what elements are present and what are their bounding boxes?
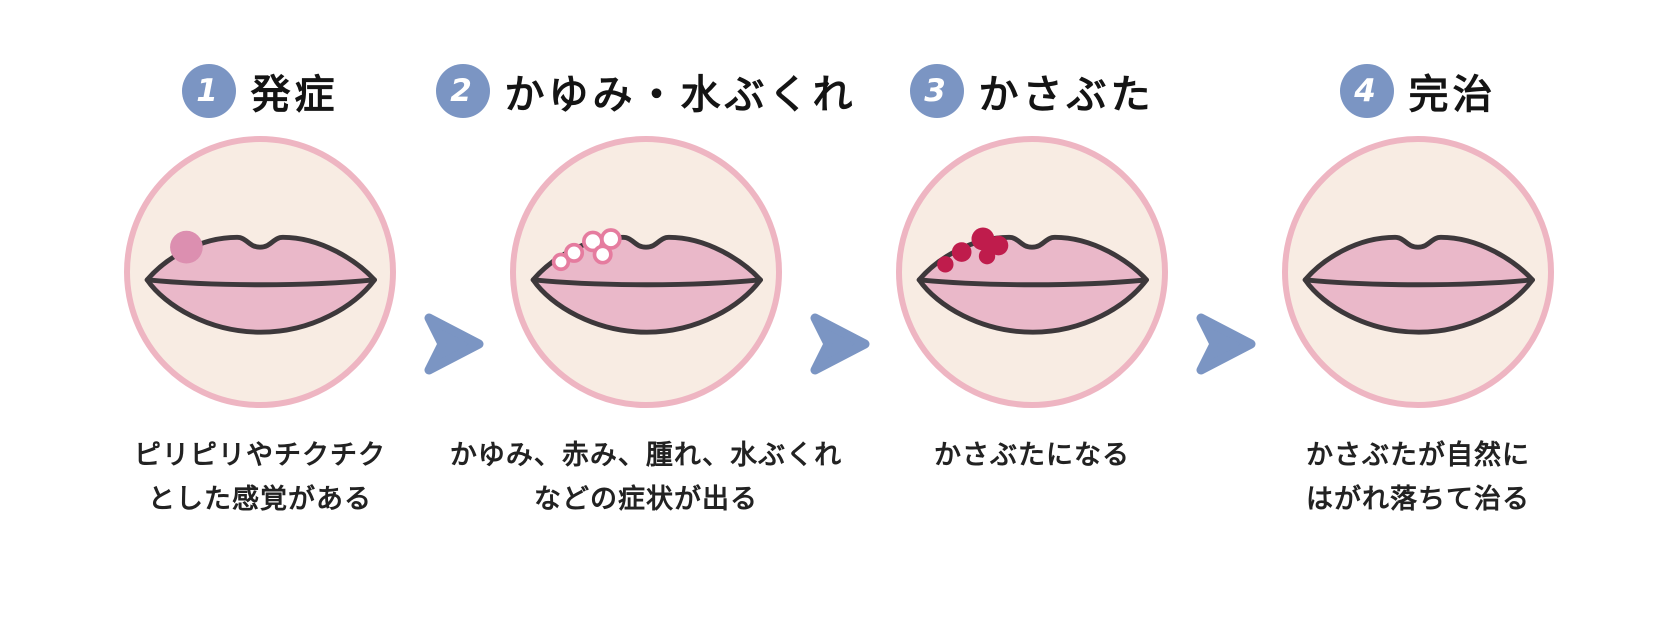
stage-number-badge: 1 xyxy=(181,64,236,118)
arrow-right-icon xyxy=(421,310,485,378)
stage-title: かさぶた xyxy=(978,72,1155,118)
lips-illustration xyxy=(144,230,377,335)
lips-illustration xyxy=(1302,234,1535,335)
stage-header: 3 かさぶた xyxy=(909,62,1155,120)
caption-line: かゆみ、赤み、腫れ、水ぶくれ xyxy=(449,440,843,471)
stage-column-2: 2 かゆみ・水ぶくれ かゆみ、赤み、腫れ、水ぶくれ などの症状が出る xyxy=(435,62,853,521)
caption-line: ピリピリやチクチク xyxy=(134,440,386,471)
lips-illustration xyxy=(530,227,763,335)
stage-caption: かさぶたが自然に はがれ落ちて治る xyxy=(1306,434,1530,521)
stage-circle xyxy=(510,136,782,408)
stage-header: 2 かゆみ・水ぶくれ xyxy=(435,62,857,120)
caption-line: かさぶたになる xyxy=(934,440,1130,471)
stage-caption: かゆみ、赤み、腫れ、水ぶくれ などの症状が出る xyxy=(450,434,842,521)
herpes-stage-diagram: 1 発症 ピリピリやチクチク とした感覚がある 2 かゆみ・水ぶくれ xyxy=(99,62,1579,521)
stage-circle xyxy=(1282,136,1554,408)
lips-illustration xyxy=(916,227,1149,335)
stage-header: 1 発症 xyxy=(181,62,339,120)
stage-header: 4 完治 xyxy=(1339,62,1497,120)
stage-number-badge: 3 xyxy=(909,64,964,118)
scab-cluster-icon xyxy=(937,227,1009,272)
stage-caption: ピリピリやチクチク とした感覚がある xyxy=(134,434,386,521)
blister-cluster-icon xyxy=(551,227,622,271)
caption-line: かさぶたが自然に xyxy=(1306,440,1530,471)
stage-number-badge: 2 xyxy=(435,64,490,118)
stage-circle xyxy=(124,136,396,408)
stage-title: 発症 xyxy=(250,72,339,118)
tingle-spot-icon xyxy=(170,230,203,264)
stage-circle xyxy=(896,136,1168,408)
stage-title: 完治 xyxy=(1408,72,1497,118)
stage-number-badge: 4 xyxy=(1339,64,1394,118)
caption-line: とした感覚がある xyxy=(148,483,372,515)
stage-title: かゆみ・水ぶくれ xyxy=(504,72,857,118)
stage-column-3: 3 かさぶた かさぶたになる xyxy=(871,62,1193,478)
arrow-right-icon xyxy=(807,310,871,378)
arrow-right-icon xyxy=(1193,310,1257,378)
caption-line: などの症状が出る xyxy=(534,483,758,515)
caption-line: はがれ落ちて治る xyxy=(1306,483,1530,515)
stage-column-4: 4 完治 かさぶたが自然に はがれ落ちて治る xyxy=(1257,62,1579,521)
stage-column-1: 1 発症 ピリピリやチクチク とした感覚がある xyxy=(99,62,421,521)
stage-caption: かさぶたになる xyxy=(934,434,1130,478)
